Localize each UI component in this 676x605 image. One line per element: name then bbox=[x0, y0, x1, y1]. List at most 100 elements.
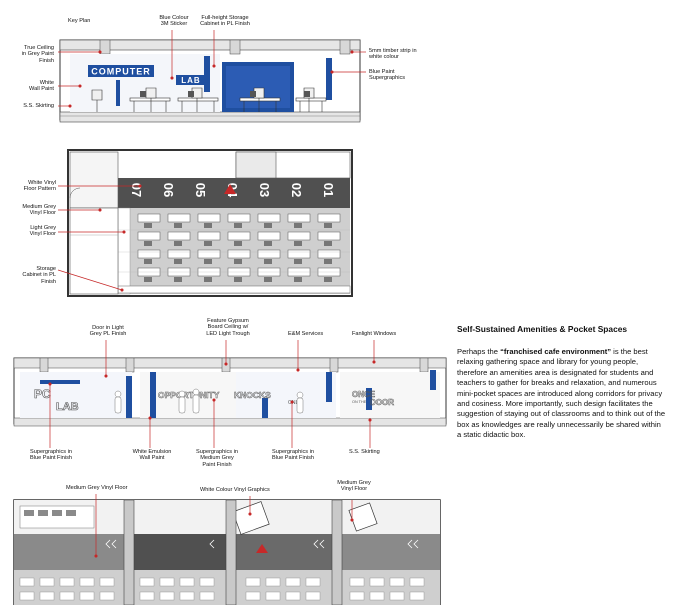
desk bbox=[99, 591, 115, 601]
chair bbox=[204, 241, 212, 246]
desk bbox=[349, 591, 365, 601]
chair bbox=[264, 241, 272, 246]
chair bbox=[144, 241, 152, 246]
desk bbox=[79, 591, 95, 601]
label-blue-supergraphics: Blue Paint Supergraphics bbox=[369, 69, 406, 82]
desk bbox=[99, 577, 115, 587]
desk bbox=[245, 577, 261, 587]
label-gypsum-ceiling: Feature Gypsum Board Ceiling w/ LED Ligh… bbox=[206, 318, 250, 337]
label-medium-grey-vinyl: Medium Grey Vinyl Floor bbox=[22, 204, 56, 217]
floor-number-06: 06 bbox=[161, 183, 176, 197]
chair bbox=[144, 277, 152, 282]
desk bbox=[19, 591, 35, 601]
desk bbox=[265, 591, 281, 601]
chair bbox=[144, 259, 152, 264]
desk bbox=[287, 231, 311, 241]
label-supergraphics-grey: Supergraphics in Medium Grey Paint Finis… bbox=[196, 449, 238, 468]
chair bbox=[324, 241, 332, 246]
graphic-on-the: ON THE bbox=[352, 400, 367, 404]
lab-sign-text: LAB bbox=[181, 76, 200, 85]
desk bbox=[409, 577, 425, 587]
chair bbox=[204, 277, 212, 282]
sidebar-body-pre: Perhaps the bbox=[457, 347, 501, 356]
label-white-vinyl-graphics: White Colour Vinyl Graphics bbox=[200, 487, 270, 493]
graphic-knocks: KNOCKS bbox=[234, 390, 271, 400]
label-supergraphics-blue-2: Supergraphics in Blue Paint Finish bbox=[272, 449, 314, 462]
elevation-computer-lab: COMPUTER LAB bbox=[58, 30, 366, 123]
chair bbox=[324, 277, 332, 282]
graphic-lab: LAB bbox=[56, 401, 79, 413]
desk bbox=[179, 591, 195, 601]
chair bbox=[144, 223, 152, 228]
chair bbox=[234, 223, 242, 228]
chair bbox=[324, 259, 332, 264]
desk bbox=[59, 591, 75, 601]
chair bbox=[234, 259, 242, 264]
desk bbox=[197, 231, 221, 241]
sidebar-body: Perhaps the “franchised cafe environment… bbox=[457, 347, 667, 441]
desk bbox=[227, 249, 251, 259]
desk bbox=[389, 591, 405, 601]
graphic-door: DOOR bbox=[370, 398, 394, 407]
chair bbox=[264, 259, 272, 264]
corridor-elevation: PC LAB OPPORTUNITY KNOCKS ONLY ONCE ON T… bbox=[13, 340, 447, 448]
marker-arrow-2 bbox=[256, 544, 268, 553]
desk bbox=[227, 231, 251, 241]
desk bbox=[257, 213, 281, 223]
label-em-services: E&M Services bbox=[288, 331, 324, 337]
chair bbox=[264, 223, 272, 228]
desk bbox=[179, 577, 195, 587]
chair bbox=[174, 277, 182, 282]
desk bbox=[227, 213, 251, 223]
label-medium-grey-vinyl-2: Medium Grey Vinyl Floor bbox=[337, 480, 371, 493]
graphic-only: ONLY bbox=[288, 400, 302, 406]
chair bbox=[174, 259, 182, 264]
label-light-grey-vinyl: Light Grey Vinyl Floor bbox=[29, 225, 56, 238]
label-key-plan: Key Plan bbox=[68, 18, 91, 24]
chair bbox=[294, 241, 302, 246]
label-true-ceiling: True Ceiling in Grey Paint Finish bbox=[21, 45, 54, 64]
chair bbox=[294, 259, 302, 264]
desk bbox=[39, 591, 55, 601]
desk bbox=[197, 249, 221, 259]
desk bbox=[287, 249, 311, 259]
corridor-floor-plan bbox=[13, 494, 441, 605]
chair bbox=[234, 277, 242, 282]
desk bbox=[257, 231, 281, 241]
computer-sign-text: COMPUTER bbox=[91, 67, 151, 77]
chair bbox=[324, 223, 332, 228]
floor-plan-computer-lab: 07060504030201 bbox=[57, 149, 353, 297]
chair bbox=[294, 277, 302, 282]
chair bbox=[294, 223, 302, 228]
label-ss-skirting: S.S. Skirting bbox=[23, 103, 54, 109]
chair bbox=[204, 223, 212, 228]
label-door-light-grey: Door in Light Grey PL Finish bbox=[89, 325, 127, 338]
desk bbox=[369, 591, 385, 601]
desk bbox=[199, 591, 215, 601]
label-white-vinyl: White Vinyl Floor Pattern bbox=[23, 180, 56, 193]
label-fanlight-windows: Fanlight Windows bbox=[352, 331, 397, 337]
desk bbox=[409, 591, 425, 601]
desk bbox=[349, 577, 365, 587]
chair bbox=[204, 259, 212, 264]
desk bbox=[159, 591, 175, 601]
desk bbox=[167, 213, 191, 223]
label-ss-skirting-2: S.S. Skirting bbox=[349, 449, 380, 455]
label-medium-grey-vinyl-floor: Medium Grey Vinyl Floor bbox=[66, 485, 128, 491]
desk bbox=[167, 249, 191, 259]
label-white-wall: White Wall Paint bbox=[29, 80, 54, 93]
desk bbox=[137, 213, 161, 223]
graphic-pc: PC bbox=[34, 387, 51, 401]
graphic-opportunity: OPPORTUNITY bbox=[158, 390, 220, 400]
desk bbox=[285, 577, 301, 587]
label-storage-cabinet-pl: Storage Cabinet in PL Finish bbox=[22, 266, 56, 285]
desk bbox=[305, 577, 321, 587]
desk bbox=[305, 591, 321, 601]
desk bbox=[137, 231, 161, 241]
desk bbox=[389, 577, 405, 587]
desk bbox=[139, 577, 155, 587]
desk bbox=[265, 577, 281, 587]
desk bbox=[79, 577, 95, 587]
label-white-emulsion: White Emulsion Wall Paint bbox=[132, 449, 172, 462]
desk bbox=[257, 249, 281, 259]
